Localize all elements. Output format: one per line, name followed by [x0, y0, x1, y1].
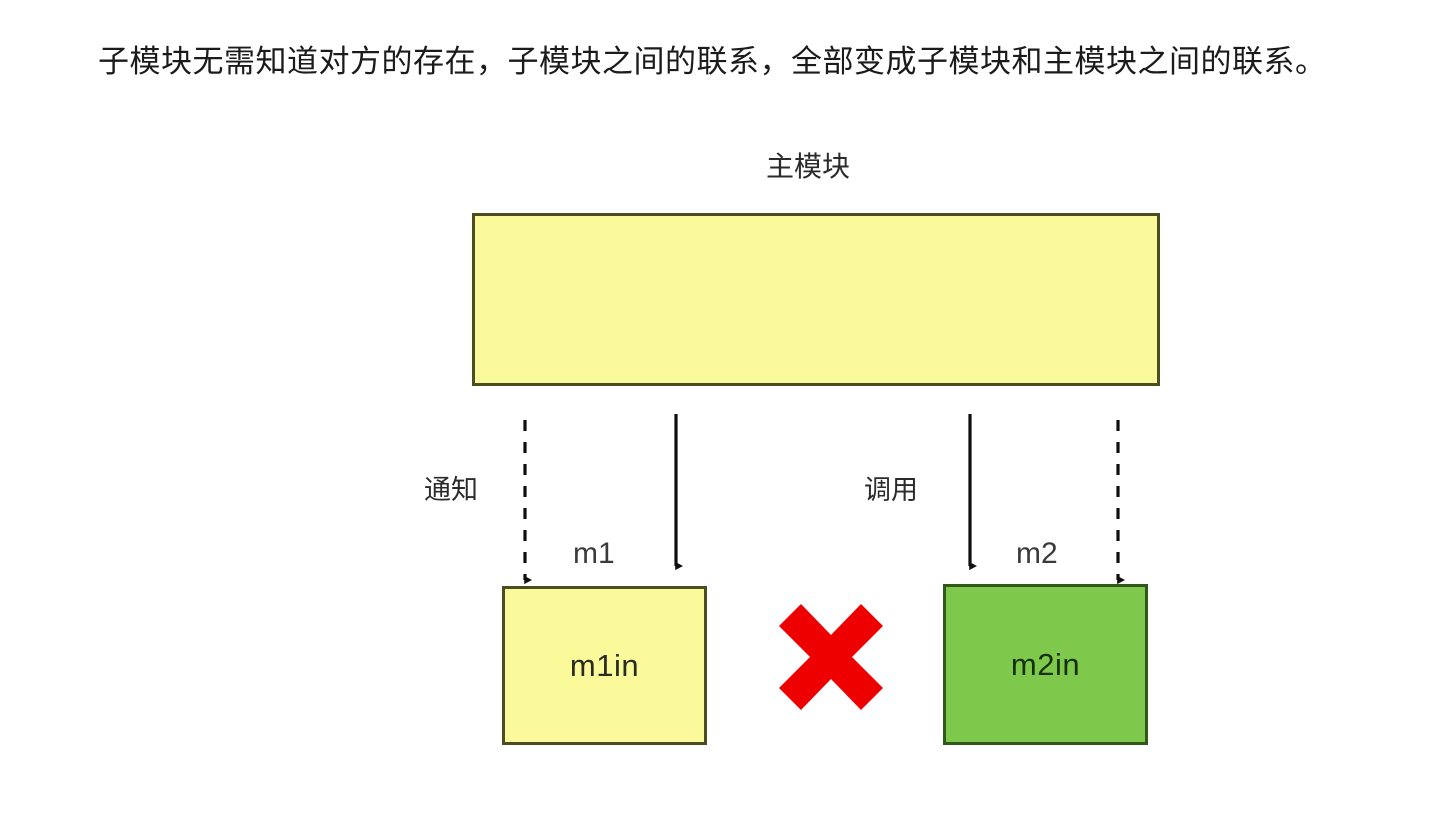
page-title: 子模块无需知道对方的存在，子模块之间的联系，全部变成子模块和主模块之间的联系。 — [98, 44, 1327, 80]
submodule-box-m2in[interactable]: m2in — [943, 584, 1148, 745]
connection-label-notify: 通知 — [424, 475, 478, 506]
main-module-label: 主模块 — [765, 150, 850, 183]
red-cross-icon — [779, 604, 883, 710]
main-module-box[interactable] — [472, 213, 1160, 386]
connection-label-call: 调用 — [864, 475, 918, 506]
submodule-label-m1: m1 — [573, 537, 615, 570]
submodule-label-m2: m2 — [1016, 537, 1058, 570]
submodule-box-m1in[interactable]: m1in — [502, 586, 707, 745]
submodule-box-m2in-text: m2in — [1010, 646, 1081, 682]
submodule-box-m1in-text: m1in — [569, 647, 640, 683]
